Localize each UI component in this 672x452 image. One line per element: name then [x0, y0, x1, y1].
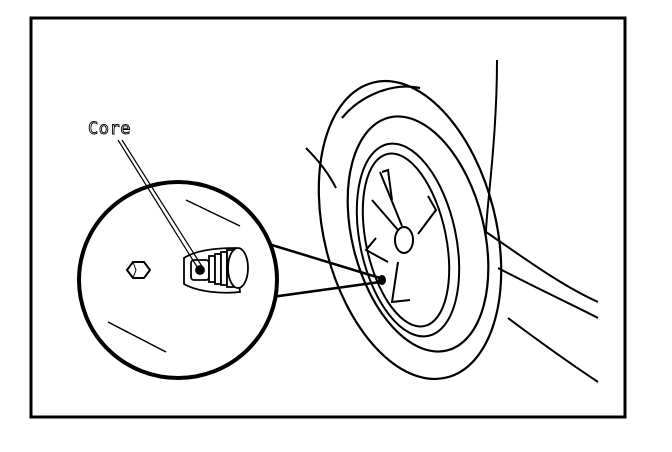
rim-spoke [390, 261, 411, 304]
wheel-hub [394, 226, 414, 254]
rim-spoke [364, 237, 389, 263]
detail-inset [77, 180, 279, 380]
rim-spoke [417, 195, 438, 235]
valve-cap-icon [125, 261, 152, 279]
valve-core-icon [183, 247, 249, 294]
fender-outline [305, 59, 599, 383]
rim-spoke [381, 168, 393, 201]
wheel-rim [355, 142, 461, 338]
core-leader-line [117, 139, 204, 271]
valve-stem-point [378, 275, 386, 285]
rim-spoke [371, 199, 399, 231]
tire [317, 79, 503, 381]
core-callout-label: Core [88, 119, 131, 139]
diagram-frame [29, 16, 627, 419]
